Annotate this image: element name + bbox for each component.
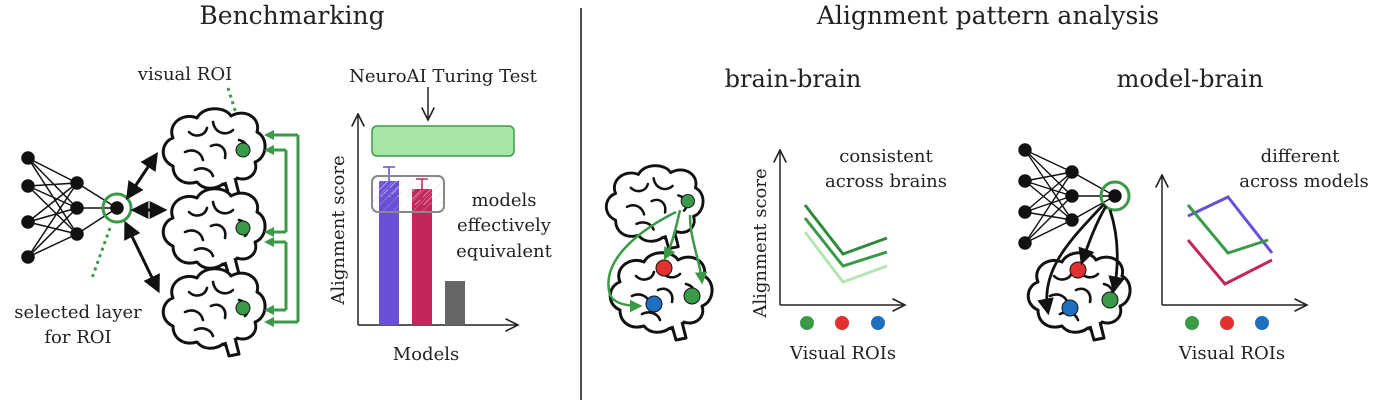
mb-line-purple: [1187, 195, 1274, 254]
benchmark-bar-3: [445, 281, 465, 325]
roi-dot-blue-mb: [1255, 316, 1269, 330]
turing-test-label: NeuroAI Turing Test: [349, 66, 538, 87]
brain-icon-bb-top: [604, 164, 705, 251]
benchmark-bar-1: [379, 181, 399, 325]
roi-dot-red-mb: [1220, 316, 1234, 330]
bb-ylabel: Alignment score: [750, 168, 771, 318]
neural-network-icon: [21, 151, 124, 264]
chart-ylabel: Alignment score: [328, 155, 349, 305]
arrow-to-brain-top: [126, 152, 158, 200]
benchmarking-title: Benchmarking: [199, 1, 384, 30]
equivalent-line3: equivalent: [456, 241, 552, 262]
mb-line-crimson: [1186, 239, 1273, 286]
brain-comparison-brackets: [272, 133, 300, 324]
mb-annotation-line2: across models: [1239, 171, 1369, 192]
equivalent-line2: effectively: [457, 215, 552, 236]
bb-line-dark: [803, 204, 888, 256]
selected-layer-label-line2: for ROI: [44, 327, 111, 348]
selected-layer-highlight-mb: [1099, 180, 1131, 212]
brain-icon-top: [161, 107, 267, 198]
brain-brain-arrows: [607, 209, 708, 313]
roi-dot-blue: [871, 316, 885, 330]
brain-icon-bb-bottom: [608, 251, 714, 342]
alignment-analysis-title: Alignment pattern analysis: [816, 1, 1159, 30]
model-brain-title: model-brain: [1117, 65, 1264, 93]
brain-brain-title: brain-brain: [725, 65, 862, 93]
arrow-to-brain-bottom: [124, 220, 160, 294]
selected-layer-label-line1: selected layer: [14, 302, 142, 323]
equivalent-line1: models: [471, 190, 536, 211]
mb-line-green: [1186, 204, 1269, 255]
brain-icon-mb: [1026, 251, 1132, 342]
bb-annotation-line2: across brains: [825, 171, 947, 192]
equivalence-region: [371, 175, 445, 213]
benchmark-bar-2: [412, 189, 432, 325]
mb-annotation-line1: different: [1261, 146, 1341, 167]
visual-roi-pointer: [226, 87, 247, 139]
bb-line-light: [803, 231, 888, 284]
roi-dot-red: [835, 316, 849, 330]
mb-xlabel: Visual ROIs: [1178, 343, 1285, 364]
roi-dot-green: [800, 316, 814, 330]
bb-xlabel: Visual ROIs: [789, 343, 896, 364]
brain-icon-bottom: [161, 267, 267, 358]
roi-dot-green-mb: [1185, 316, 1199, 330]
bracket-arrowheads: [264, 130, 274, 327]
selected-layer-pointer: [90, 227, 112, 279]
neural-network-icon-mb: [1018, 143, 1122, 250]
visual-roi-label: visual ROI: [137, 64, 232, 85]
model-brain-arrows: [1037, 203, 1125, 316]
chart-xlabel: Models: [393, 344, 459, 365]
bb-annotation-line1: consistent: [839, 146, 933, 167]
brain-icon-middle: [161, 187, 267, 278]
turing-test-ceiling-bar: [371, 125, 515, 157]
bb-line-mid: [803, 217, 888, 268]
